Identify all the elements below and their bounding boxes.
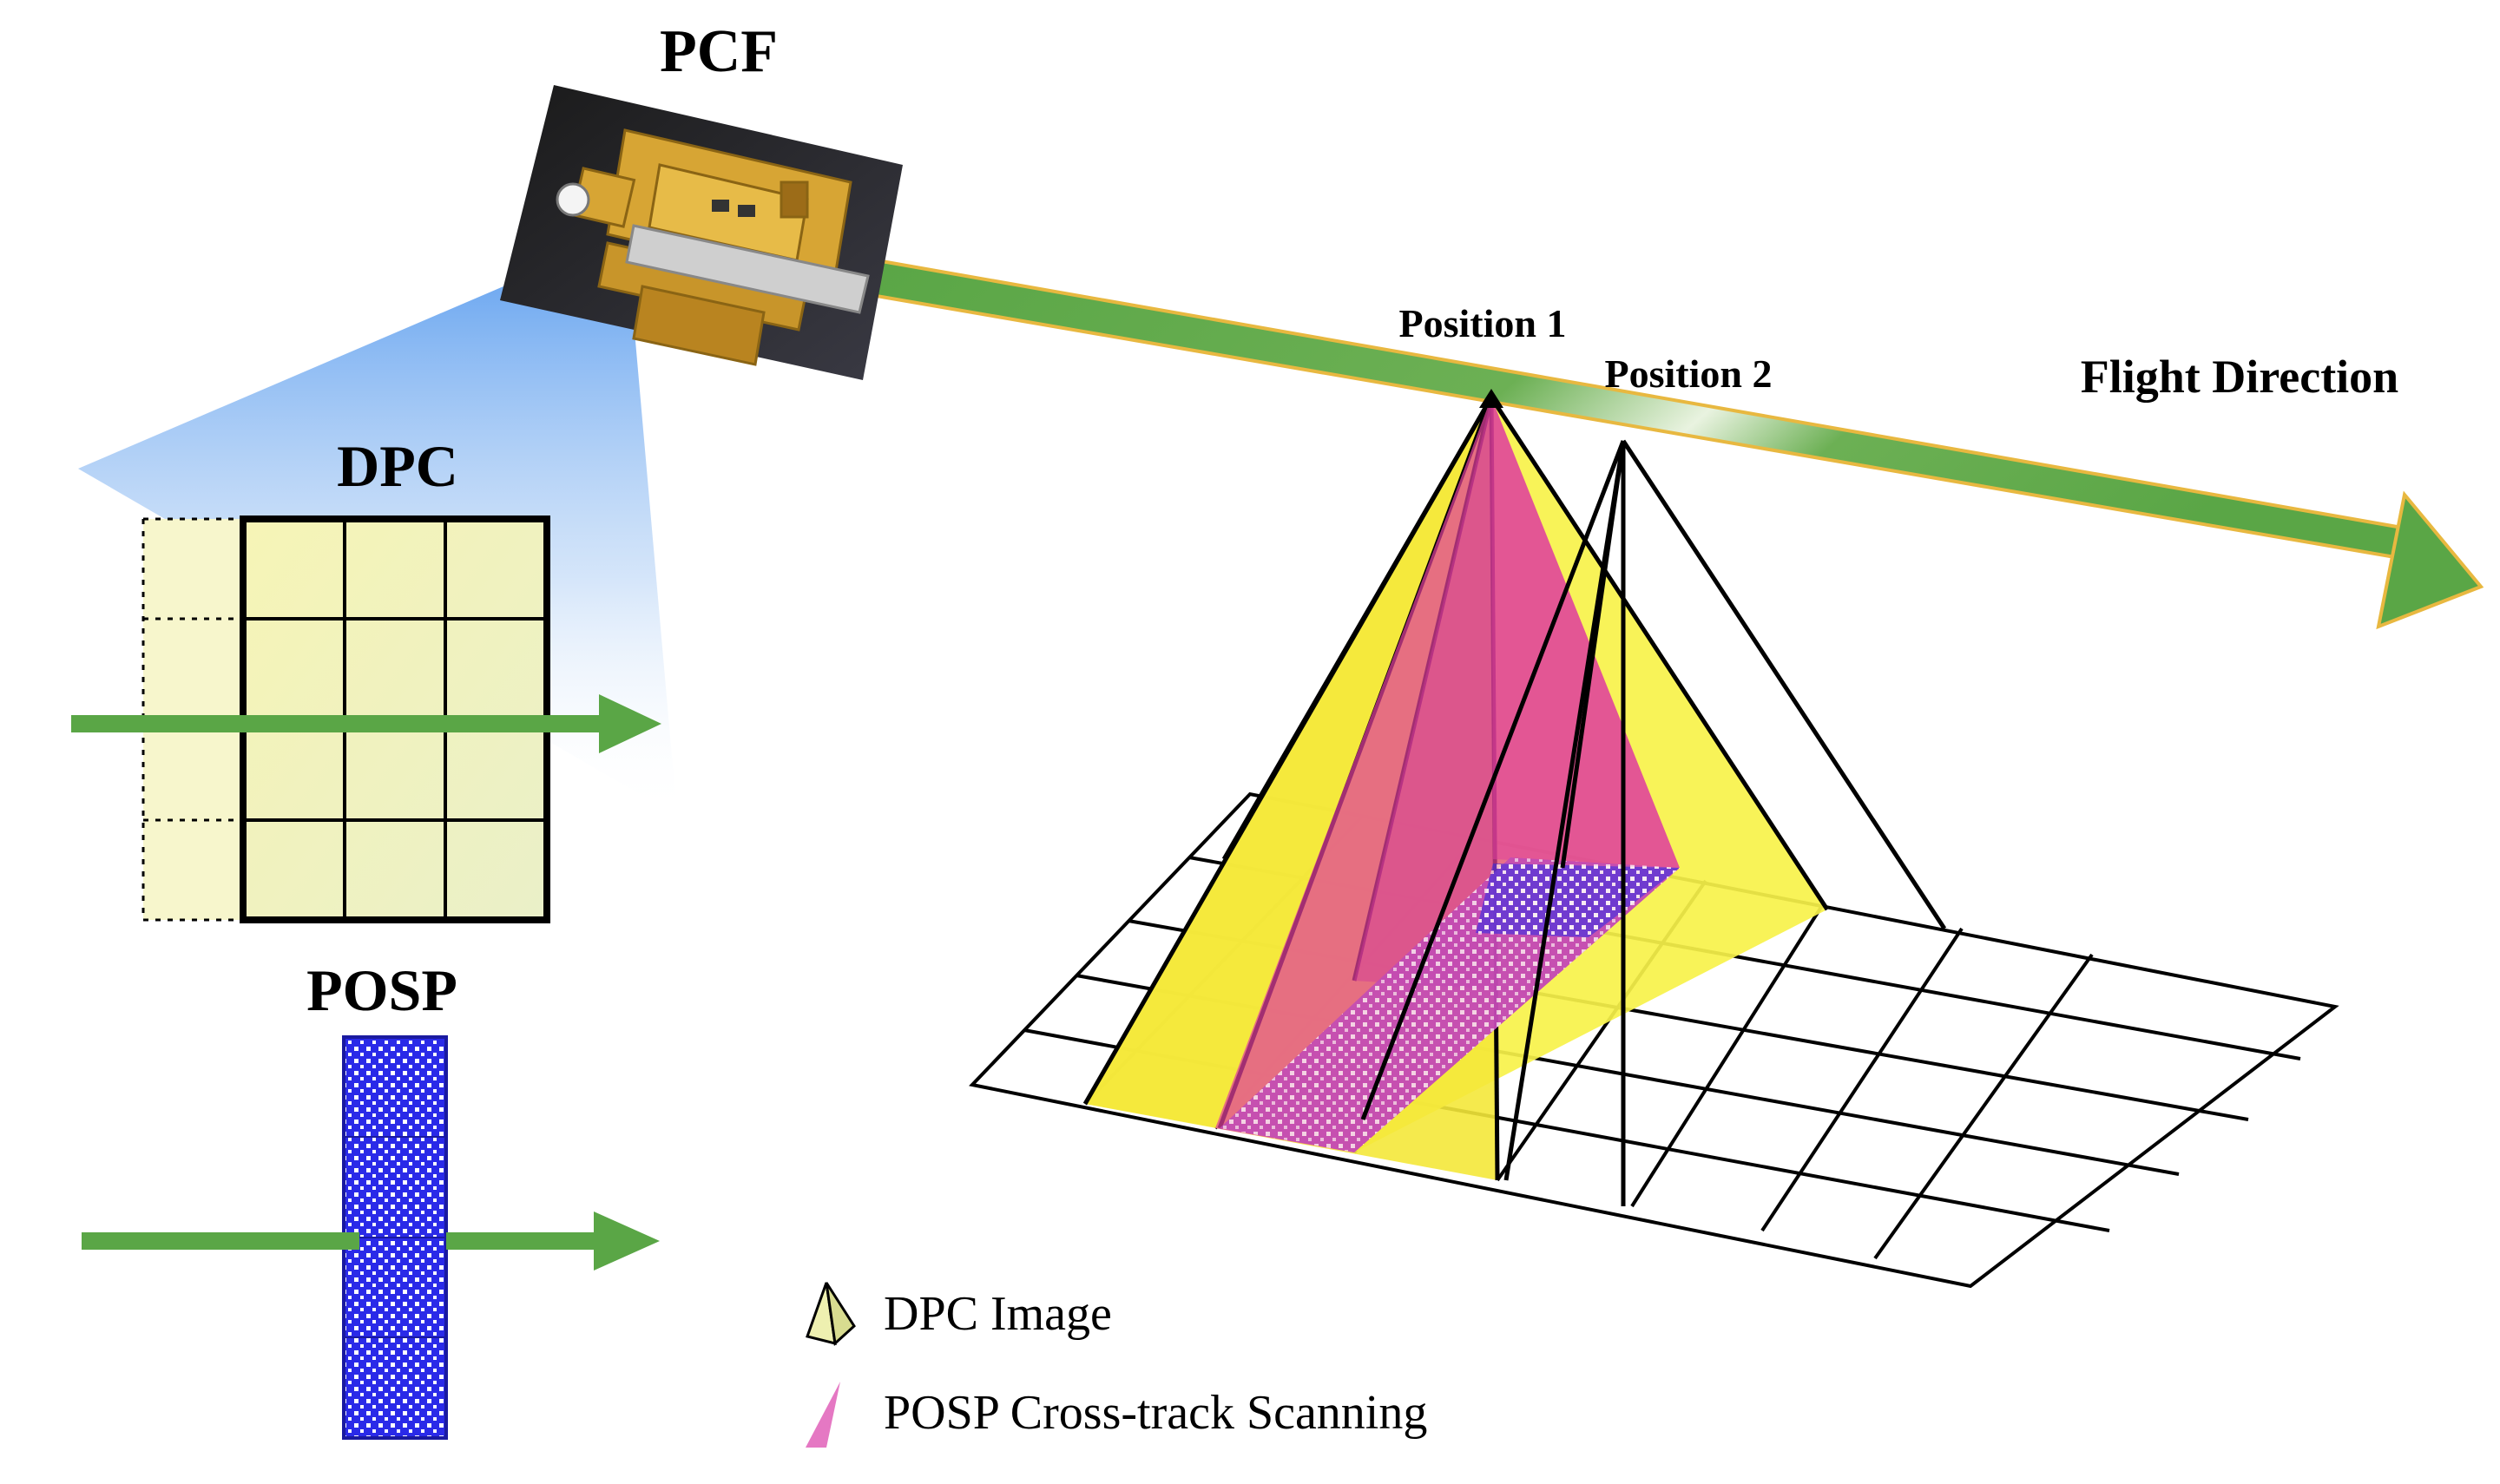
flight-direction-label: Flight Direction [2081,351,2398,403]
position-2-label: Position 2 [1605,351,1773,396]
position-1-label: Position 1 [1399,301,1567,345]
posp-wedge-icon [806,1382,840,1448]
dpc-label: DPC [337,433,458,499]
flight-direction-arrow [869,258,2484,630]
posp-label: POSP [306,957,457,1023]
dpc-flight-arrow [71,694,661,753]
posp-flight-arrow [82,1211,660,1271]
posp-scanning-wedge [1215,397,1680,1152]
legend-posp-scanning-label: POSP Cross-track Scanning [884,1386,1427,1440]
dpc-pyramid-icon [806,1282,856,1347]
position-2-pyramid [1360,439,1947,1206]
legend-dpc-image-label: DPC Image [884,1287,1112,1341]
legend: DPC Image POSP Cross-track Scanning [806,1282,1427,1448]
pcf-label: PCF [660,18,778,85]
position-1-apex [1479,389,1503,408]
pcf-satellite-image [500,85,903,380]
